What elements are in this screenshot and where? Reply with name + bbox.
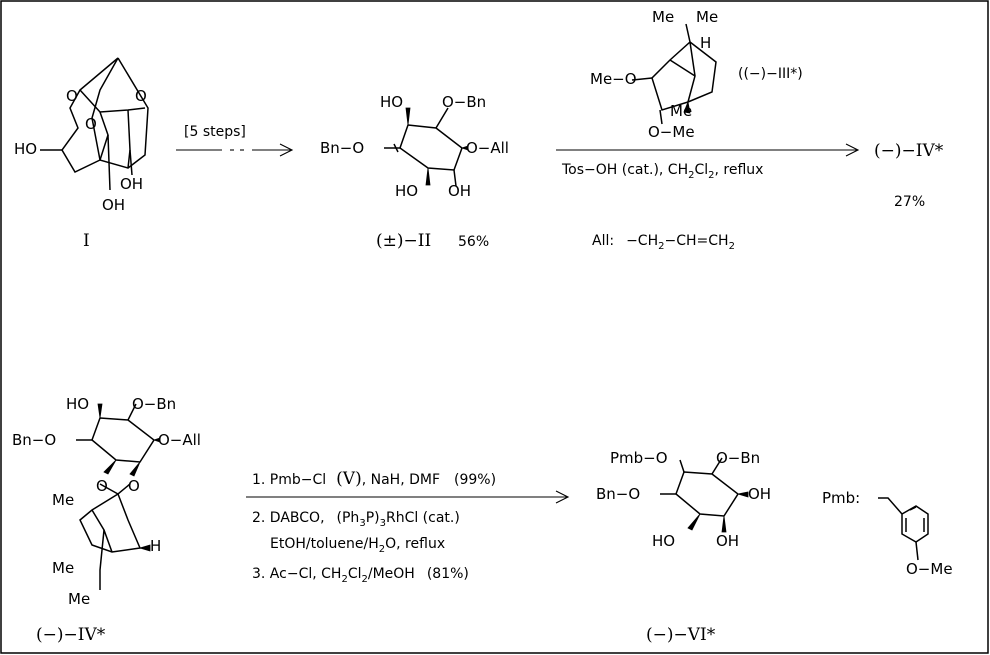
compound-III: Me Me H Me−O Me O−Me ((−)−III*) bbox=[590, 8, 803, 141]
compound-III-me2: Me bbox=[696, 8, 718, 26]
compound-IV-bn-o: Bn−O bbox=[12, 431, 56, 449]
compound-I-oh-bottom: OH bbox=[102, 196, 125, 214]
compound-I-o3: O bbox=[85, 115, 97, 133]
compound-IV-h: H bbox=[150, 537, 161, 555]
pmb-definition: Pmb: O−Me bbox=[822, 489, 953, 578]
pmb-label: Pmb: bbox=[822, 489, 860, 507]
compound-IV-me1: Me bbox=[52, 491, 74, 509]
compound-IV-structure: HO O−Bn Bn−O O−All O O Me H Me Me (−)−IV… bbox=[12, 395, 201, 645]
arrow-3-line-3: EtOH/toluene/H2O, reflux bbox=[270, 536, 445, 555]
compound-VI-ho-bottom: HO bbox=[652, 532, 675, 550]
compound-II-oh-bottom: OH bbox=[448, 182, 471, 200]
compound-IV-o2: O bbox=[128, 477, 140, 495]
compound-II-label: (±)−II bbox=[376, 231, 431, 251]
compound-I-ho: HO bbox=[14, 140, 37, 158]
arrow-step-2: Tos−OH (cat.), CH2Cl2, reflux All:−CH2−C… bbox=[556, 143, 860, 252]
compound-II-o-bn-top: O−Bn bbox=[442, 93, 486, 111]
compound-IV-o-all: O−All bbox=[158, 431, 201, 449]
compound-III-me1: Me bbox=[652, 8, 674, 26]
arrow-step-1: [5 steps] bbox=[176, 124, 294, 157]
compound-IV-me2: Me bbox=[52, 559, 74, 577]
arrow-step-3: 1. Pmb−Cl(V), NaH, DMF(99%) 2. DABCO,(Ph… bbox=[246, 469, 570, 585]
compound-I-o2: O bbox=[135, 87, 147, 105]
compound-VI-label: (−)−VI* bbox=[646, 625, 716, 645]
compound-III-ome: O−Me bbox=[648, 123, 695, 141]
arrow-3-line-4: 3. Ac−Cl, CH2Cl2/MeOH(81%) bbox=[252, 566, 469, 585]
arrow-3-line-1: 1. Pmb−Cl(V), NaH, DMF(99%) bbox=[252, 469, 496, 489]
pmb-ome: O−Me bbox=[906, 560, 953, 578]
compound-I-label: I bbox=[83, 231, 90, 251]
compound-VI-pmb-o: Pmb−O bbox=[610, 449, 668, 467]
compound-II-o-all: O−All bbox=[466, 139, 509, 157]
compound-I-o1: O bbox=[66, 87, 78, 105]
compound-IV-structure-label: (−)−IV* bbox=[36, 625, 106, 645]
compound-III-label: ((−)−III*) bbox=[738, 66, 803, 82]
compound-III-me3: Me bbox=[670, 102, 692, 120]
compound-II-ho-bottom: HO bbox=[395, 182, 418, 200]
compound-IV-o-bn-top: O−Bn bbox=[132, 395, 176, 413]
arrow-1-label: [5 steps] bbox=[184, 124, 246, 140]
compound-VI-oh-right: OH bbox=[748, 485, 771, 503]
compound-VI: Pmb−O O−Bn Bn−O OH HO OH (−)−VI* bbox=[596, 449, 771, 645]
compound-II-yield: 56% bbox=[458, 234, 489, 250]
all-definition: All:−CH2−CH=CH2 bbox=[592, 233, 735, 252]
compound-IV-me3: Me bbox=[68, 590, 90, 608]
compound-IV-product: (−)−IV* 27% bbox=[874, 141, 944, 210]
compound-III-meo: Me−O bbox=[590, 70, 637, 88]
compound-VI-o-bn-top: O−Bn bbox=[716, 449, 760, 467]
compound-VI-bn-o: Bn−O bbox=[596, 485, 640, 503]
compound-II-bn-o: Bn−O bbox=[320, 139, 364, 157]
compound-I-oh-right: OH bbox=[120, 175, 143, 193]
compound-III-h: H bbox=[700, 34, 711, 52]
compound-IV-ho: HO bbox=[66, 395, 89, 413]
compound-VI-oh-bottom: OH bbox=[716, 532, 739, 550]
compound-I: O O O HO OH OH I bbox=[14, 57, 149, 251]
compound-IV-o1: O bbox=[96, 477, 108, 495]
compound-II: HO O−Bn Bn−O O−All HO OH (±)−II 56% bbox=[320, 93, 509, 251]
compound-IV-yield: 27% bbox=[894, 194, 925, 210]
arrow-3-line-2: 2. DABCO,(Ph3P)3RhCl (cat.) bbox=[252, 510, 460, 529]
compound-IV-label: (−)−IV* bbox=[874, 141, 944, 161]
compound-II-ho: HO bbox=[380, 93, 403, 111]
arrow-2-reagents: Tos−OH (cat.), CH2Cl2, reflux bbox=[561, 162, 763, 181]
